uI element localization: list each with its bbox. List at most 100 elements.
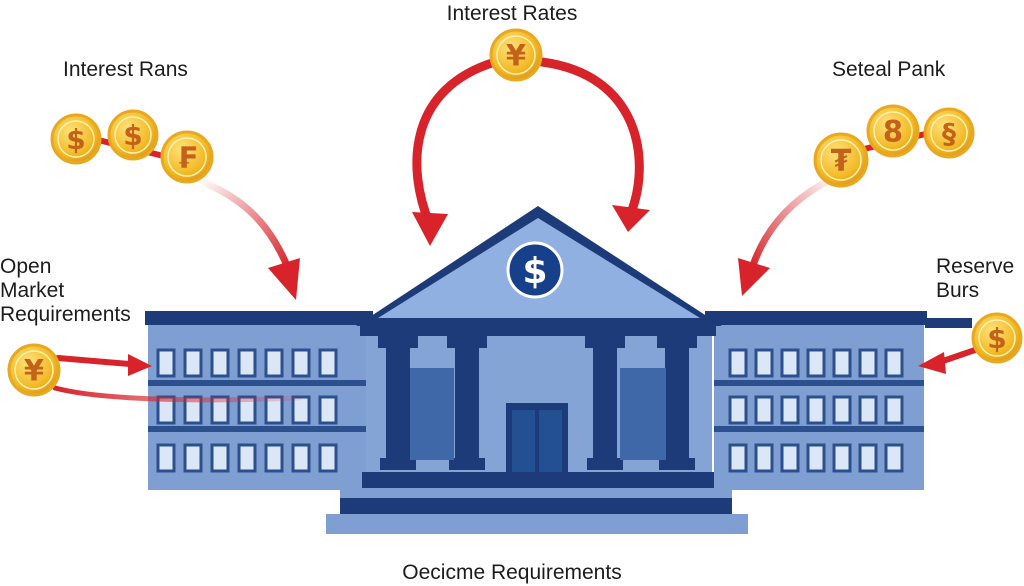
- arrow-open-market: [55, 355, 133, 367]
- coin-icon: [866, 104, 920, 158]
- window: [264, 443, 284, 473]
- arrow-reserve: [937, 347, 978, 365]
- window: [237, 348, 257, 378]
- window: [183, 348, 203, 378]
- coin-right: $: [971, 312, 1023, 364]
- arrow-top-left-head: [412, 212, 448, 246]
- coin-icon: [160, 130, 214, 184]
- window: [237, 395, 257, 425]
- window: [156, 443, 176, 473]
- window: [884, 443, 904, 473]
- coin-icon: [923, 107, 975, 159]
- window: [858, 395, 878, 425]
- label-top-left: Interest Rans: [63, 58, 188, 81]
- window: [884, 395, 904, 425]
- window: [832, 395, 852, 425]
- step-2: [340, 488, 732, 498]
- window: [264, 348, 284, 378]
- window: [156, 348, 176, 378]
- coin-rim: [14, 350, 54, 390]
- right-ledge: [925, 318, 972, 328]
- coin-symbol: 8: [883, 115, 903, 149]
- coin-top-right-1: ₮: [813, 132, 869, 188]
- arrow-reserve-head: [918, 352, 946, 374]
- window: [806, 395, 826, 425]
- arrow-from-left-coins-head: [268, 258, 300, 300]
- entablature: [360, 322, 716, 336]
- window: [832, 348, 852, 378]
- coin-top-right-2: 8: [866, 104, 920, 158]
- label-top-right: Seteal Pank: [832, 58, 946, 81]
- coin-icon: [107, 109, 159, 161]
- label-interest-rates: Interest Rates: [446, 2, 578, 25]
- arrow-top-right: [537, 57, 644, 215]
- window: [210, 348, 230, 378]
- step-4: [326, 514, 748, 534]
- window: [728, 348, 748, 378]
- window: [237, 443, 257, 473]
- step-1: [362, 472, 714, 488]
- coin-top-left-3: ₣: [160, 130, 214, 184]
- arrow-from-right-coins-head: [738, 258, 770, 296]
- bank-building: $: [145, 206, 972, 534]
- coin-symbol: ¥: [24, 354, 44, 388]
- coin-symbol: $: [987, 322, 1006, 355]
- coin-symbol: §: [942, 117, 956, 150]
- window: [291, 395, 311, 425]
- window: [806, 443, 826, 473]
- coin-icon: [489, 28, 543, 82]
- window: [754, 443, 774, 473]
- window: [210, 395, 230, 425]
- coins: ¥ $ $ ₣ ₮ 8 § ¥ $: [7, 28, 1023, 397]
- arrow-top-right-head: [612, 205, 650, 232]
- coin-top-left-2: $: [107, 109, 159, 161]
- coin-icon: [971, 312, 1023, 364]
- label-reserve: Reserve Burs: [936, 255, 1014, 303]
- coin-rim: [978, 319, 1016, 357]
- right-bay: [620, 368, 666, 460]
- window: [183, 443, 203, 473]
- arrow-open-market-head: [128, 354, 152, 376]
- window: [728, 443, 748, 473]
- arrow-from-left-coins: [201, 179, 292, 272]
- emblem-symbol: $: [522, 251, 547, 292]
- coin-symbol: $: [123, 119, 142, 152]
- left-bay: [410, 368, 454, 460]
- window: [780, 395, 800, 425]
- coin-icon: [7, 343, 61, 397]
- windows: [156, 348, 904, 473]
- label-open-market-line-1: Open: [0, 255, 52, 278]
- coin-rim: [57, 120, 95, 158]
- label-open-market-line-3: Requirements: [0, 303, 131, 327]
- window: [728, 395, 748, 425]
- label-reserve-line-1: Reserve: [936, 255, 1015, 278]
- coin-symbol: $: [66, 123, 85, 156]
- coin-top: ¥: [489, 28, 543, 82]
- coin-symbol: ¥: [506, 39, 526, 73]
- columns: [378, 336, 697, 470]
- arrow-from-right-coins: [748, 176, 834, 272]
- coin-rim: [167, 137, 207, 177]
- coin-icon: [50, 113, 102, 165]
- window: [318, 395, 338, 425]
- window: [884, 348, 904, 378]
- window: [780, 348, 800, 378]
- coin-rim: [820, 139, 862, 181]
- window: [806, 348, 826, 378]
- window: [780, 443, 800, 473]
- label-open-market: Open Market Requirements: [0, 255, 131, 327]
- label-reserve-line-2: Burs: [936, 279, 980, 303]
- step-3: [340, 498, 732, 514]
- coin-symbol: ₮: [831, 144, 852, 179]
- arrow-open-market-tail: [52, 385, 303, 403]
- coin-top-right-3: §: [923, 107, 975, 159]
- coin-top-left-1: $: [50, 113, 102, 165]
- label-bottom: Oecicme Requirements: [402, 561, 622, 584]
- arrow-top-left: [412, 57, 500, 230]
- window: [318, 443, 338, 473]
- coin-icon: [813, 132, 869, 188]
- coin-rim: [873, 111, 913, 151]
- dollar-sign-icon: [506, 241, 564, 299]
